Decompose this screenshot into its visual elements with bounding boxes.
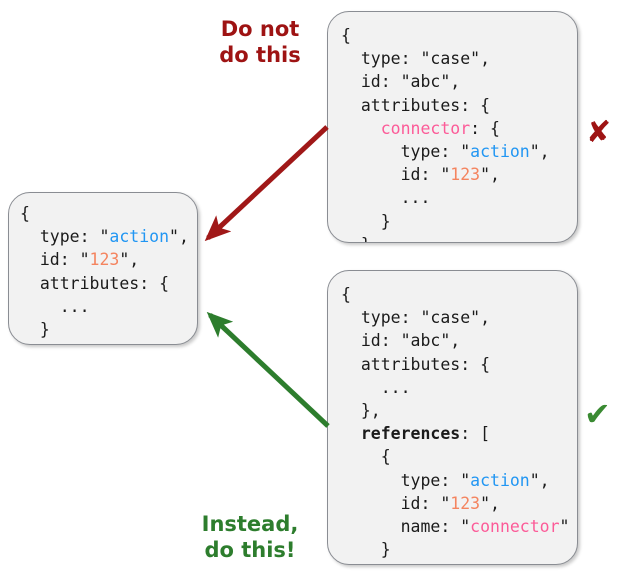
good-arrow xyxy=(206,311,330,428)
action-document-card: { type: "action", id: "123", attributes:… xyxy=(8,192,198,345)
bad-case-document-card: { type: "case", id: "abc", attributes: {… xyxy=(327,11,578,243)
do-not-do-this-label: Do not do this xyxy=(219,17,301,67)
cross-icon: ✘ xyxy=(586,115,612,150)
check-icon: ✔ xyxy=(584,395,611,433)
good-case-document-card: { type: "case", id: "abc", attributes: {… xyxy=(327,270,578,565)
good-case-document-code: { type: "case", id: "abc", attributes: {… xyxy=(341,285,570,564)
action-document-code: { type: "action", id: "123", attributes:… xyxy=(20,204,189,344)
bad-arrow xyxy=(204,125,329,242)
instead-do-this-label: Instead, do this! xyxy=(201,512,299,562)
bad-case-document-code: { type: "case", id: "abc", attributes: {… xyxy=(341,26,550,242)
